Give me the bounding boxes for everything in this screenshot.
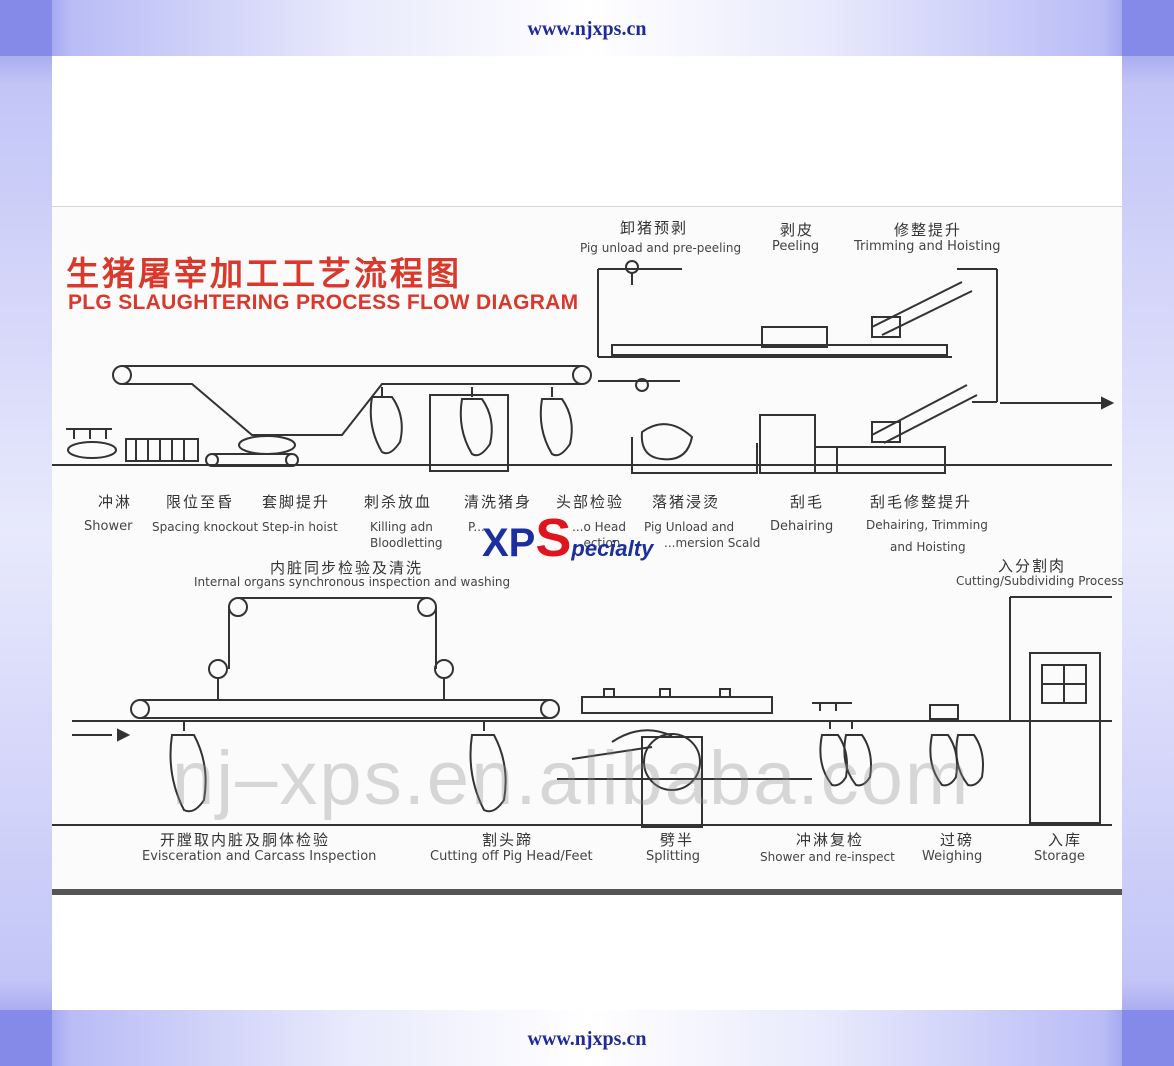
step-label-en-line2: and Hoisting	[890, 540, 966, 554]
step-label-cn: 入库	[1048, 831, 1083, 849]
step-label-cn: 过磅	[940, 831, 975, 849]
organ-step-cn: 内脏同步检验及清洗	[270, 559, 424, 577]
step-label-cn: 冲淋复检	[796, 831, 865, 849]
step-label-en: Trimming and Hoisting	[854, 239, 1001, 254]
step-label-en-line2: ...ection	[572, 536, 621, 550]
step-label-en-line2: Bloodletting	[370, 536, 443, 550]
step-label-cn: 劈半	[660, 831, 695, 849]
frame-bottom-bar	[0, 1010, 1174, 1066]
url-top[interactable]: www.njxps.cn	[527, 18, 647, 40]
cutting-step-en: Cutting/Subdividing Process	[956, 574, 1124, 588]
frame-top-bar	[0, 0, 1174, 56]
step-label-en: Pig unload and pre-peeling	[580, 241, 742, 255]
step-label-en: Weighing	[922, 849, 983, 864]
frame-left-border	[0, 0, 52, 1066]
xps-specialty-logo: XPSpecialty	[482, 507, 654, 568]
step-label-cn: 刮毛修整提升	[870, 493, 973, 511]
step-label-en: ...o Head	[572, 520, 626, 534]
step-label-cn: 剥皮	[780, 221, 815, 239]
cutting-step-cn: 入分割肉	[998, 557, 1067, 575]
frame-corner	[1122, 0, 1174, 56]
step-label-cn: 割头蹄	[482, 831, 534, 849]
frame-right-border	[1122, 0, 1174, 1066]
step-label-cn: 限位至昏	[166, 493, 235, 511]
step-label-en: Step-in hoist	[262, 520, 338, 534]
logo-s: S	[535, 508, 572, 568]
step-label-en: Evisceration and Carcass Inspection	[142, 849, 377, 864]
step-label-cn: 开膛取内脏及胴体检验	[160, 831, 331, 849]
step-label-cn: 卸猪预剥	[620, 219, 689, 237]
step-label-en: Pig Unload and	[644, 520, 735, 534]
diagram-title-cn: 生猪屠宰加工工艺流程图	[66, 254, 462, 293]
process-flow-diagram: 生猪屠宰加工工艺流程图 PLG SLAUGHTERING PROCESS FLO…	[52, 206, 1124, 895]
diagram-line-art	[52, 260, 1115, 828]
step-label-en: Killing adn	[370, 520, 433, 534]
step-label-en: Peeling	[772, 239, 820, 254]
step-label-cn: 冲淋	[98, 493, 133, 511]
frame-corner	[1122, 1010, 1174, 1066]
url-bottom[interactable]: www.njxps.cn	[527, 1028, 647, 1050]
logo-specialty: pecialty	[571, 536, 654, 561]
step-label-cn: 刮毛	[790, 493, 825, 511]
logo-xp: XP	[482, 521, 536, 565]
watermark: nj–xps.en.alibaba.com	[172, 736, 971, 821]
organ-step-en: Internal organs synchronous inspection a…	[194, 575, 511, 589]
step-label-en: Cutting off Pig Head/Feet	[430, 849, 593, 864]
frame-corner	[0, 0, 52, 56]
step-label-cn: 清洗猪身	[464, 493, 533, 511]
step-label-en: Shower	[84, 519, 133, 534]
diagram-title-en: PLG SLAUGHTERING PROCESS FLOW DIAGRAM	[68, 291, 579, 314]
step-label-en: Splitting	[646, 849, 701, 864]
step-label-en: Spacing knockout	[152, 520, 259, 534]
step-label-cn: 套脚提升	[262, 493, 331, 511]
step-label-en: Storage	[1034, 849, 1085, 864]
frame-corner	[0, 1010, 52, 1066]
step-label-en: Shower and re-inspect	[760, 850, 895, 864]
step-label-en-line2: ...mersion Scald	[664, 536, 761, 550]
step-label-en: Dehairing	[770, 519, 834, 534]
step-label-cn: 刺杀放血	[364, 493, 433, 511]
step-label-cn: 修整提升	[894, 221, 963, 239]
step-label-en: P...	[468, 520, 485, 534]
step-label-en: Dehairing, Trimming	[866, 518, 988, 532]
step-label-cn: 头部检验	[556, 493, 625, 511]
step-label-cn: 落猪浸烫	[652, 493, 721, 511]
